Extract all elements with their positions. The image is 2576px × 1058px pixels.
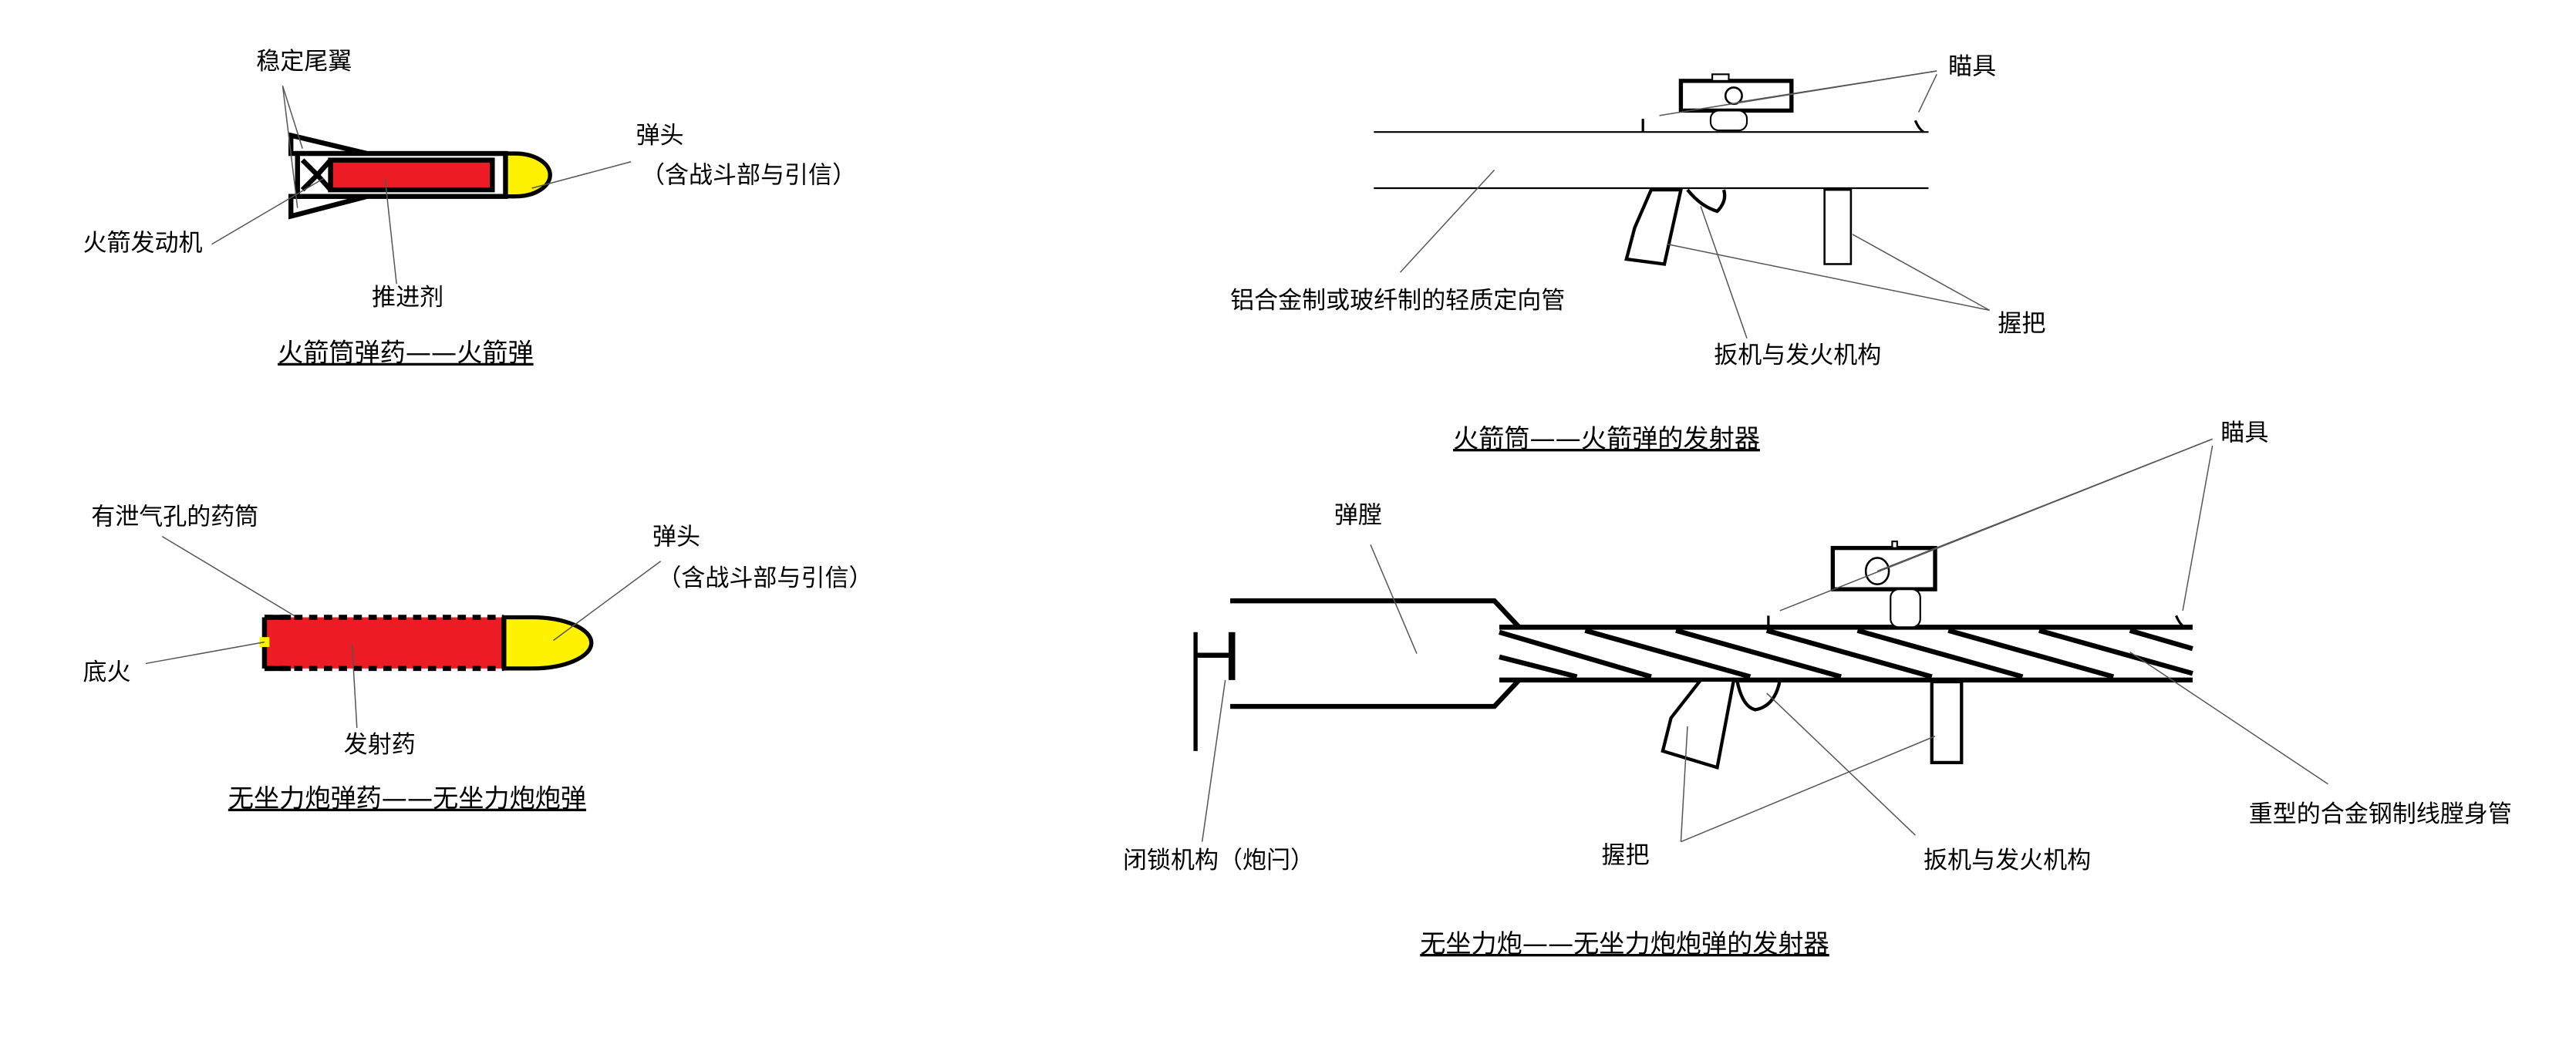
label-chamber: 弹膛 <box>1334 502 1382 530</box>
label-grip: 握把 <box>1602 841 1650 869</box>
rocket-warhead <box>501 151 552 199</box>
recoilless-round: 有泄气孔的药筒 弹头 （含战斗部与引信） 底火 发射药 无坐力炮弹药——无坐力炮… <box>83 504 873 814</box>
label-propellant: 推进剂 <box>372 284 443 312</box>
rocket-nozzle <box>300 158 332 192</box>
propellant-block <box>328 157 495 193</box>
label-warhead-note: （含战斗部与引信） <box>657 564 872 592</box>
rifling <box>1499 628 2193 679</box>
chamber <box>1230 598 1521 709</box>
fore-grip <box>1930 679 1964 765</box>
recoilless-rifle: 瞄具 弹膛 闭锁机构（炮闩） 握把 扳机与发火机构 重型的合金钢制线膛身管 无坐… <box>1123 419 2512 959</box>
rocket-projectile: 稳定尾翼 弹头 （含战斗部与引信） 火箭发动机 推进剂 火箭筒弹药——火箭弹 <box>83 48 857 368</box>
rocket-launcher-title: 火箭筒——火箭弹的发射器 <box>1453 423 1760 453</box>
cartridge-case <box>264 617 504 669</box>
label-breech: 闭锁机构（炮闩） <box>1123 847 1314 874</box>
round-warhead <box>501 615 594 671</box>
label-charge: 发射药 <box>344 731 416 759</box>
fore-grip <box>1823 188 1853 265</box>
label-sights: 瞄具 <box>2220 419 2268 446</box>
recoilless-ammo-title: 无坐力炮弹药——无坐力炮炮弹 <box>228 783 586 814</box>
trigger <box>1735 679 1782 712</box>
pistol-grip <box>1624 188 1684 266</box>
label-warhead-note: （含战斗部与引信） <box>641 162 856 190</box>
pistol-grip <box>1661 678 1736 770</box>
label-motor: 火箭发动机 <box>83 229 203 257</box>
label-sights: 瞄具 <box>1948 52 1996 80</box>
trigger <box>1686 188 1727 214</box>
label-barrel: 重型的合金钢制线膛身管 <box>2249 800 2512 828</box>
label-primer: 底火 <box>83 659 131 686</box>
recoilless-rifle-title: 无坐力炮——无坐力炮炮弹的发射器 <box>1420 928 1829 959</box>
lower-fin <box>288 194 368 220</box>
label-tube: 铝合金制或玻纤制的轻质定向管 <box>1230 287 1565 315</box>
label-case: 有泄气孔的药筒 <box>91 504 258 531</box>
rocket-launcher: 瞄具 铝合金制或玻纤制的轻质定向管 握把 扳机与发火机构 火箭筒——火箭弹的发射… <box>1230 52 2045 453</box>
breech-block <box>1193 632 1236 751</box>
label-trigger: 扳机与发火机构 <box>1714 342 1881 369</box>
label-warhead: 弹头 <box>652 523 700 551</box>
label-trigger: 扳机与发火机构 <box>1924 847 2091 874</box>
label-warhead: 弹头 <box>636 122 684 150</box>
label-grip: 握把 <box>1998 310 2045 338</box>
rocket-ammo-title: 火箭筒弹药——火箭弹 <box>278 338 534 368</box>
label-fins: 稳定尾翼 <box>256 48 352 76</box>
upper-fin <box>288 132 368 157</box>
sight-box <box>1678 79 1794 113</box>
